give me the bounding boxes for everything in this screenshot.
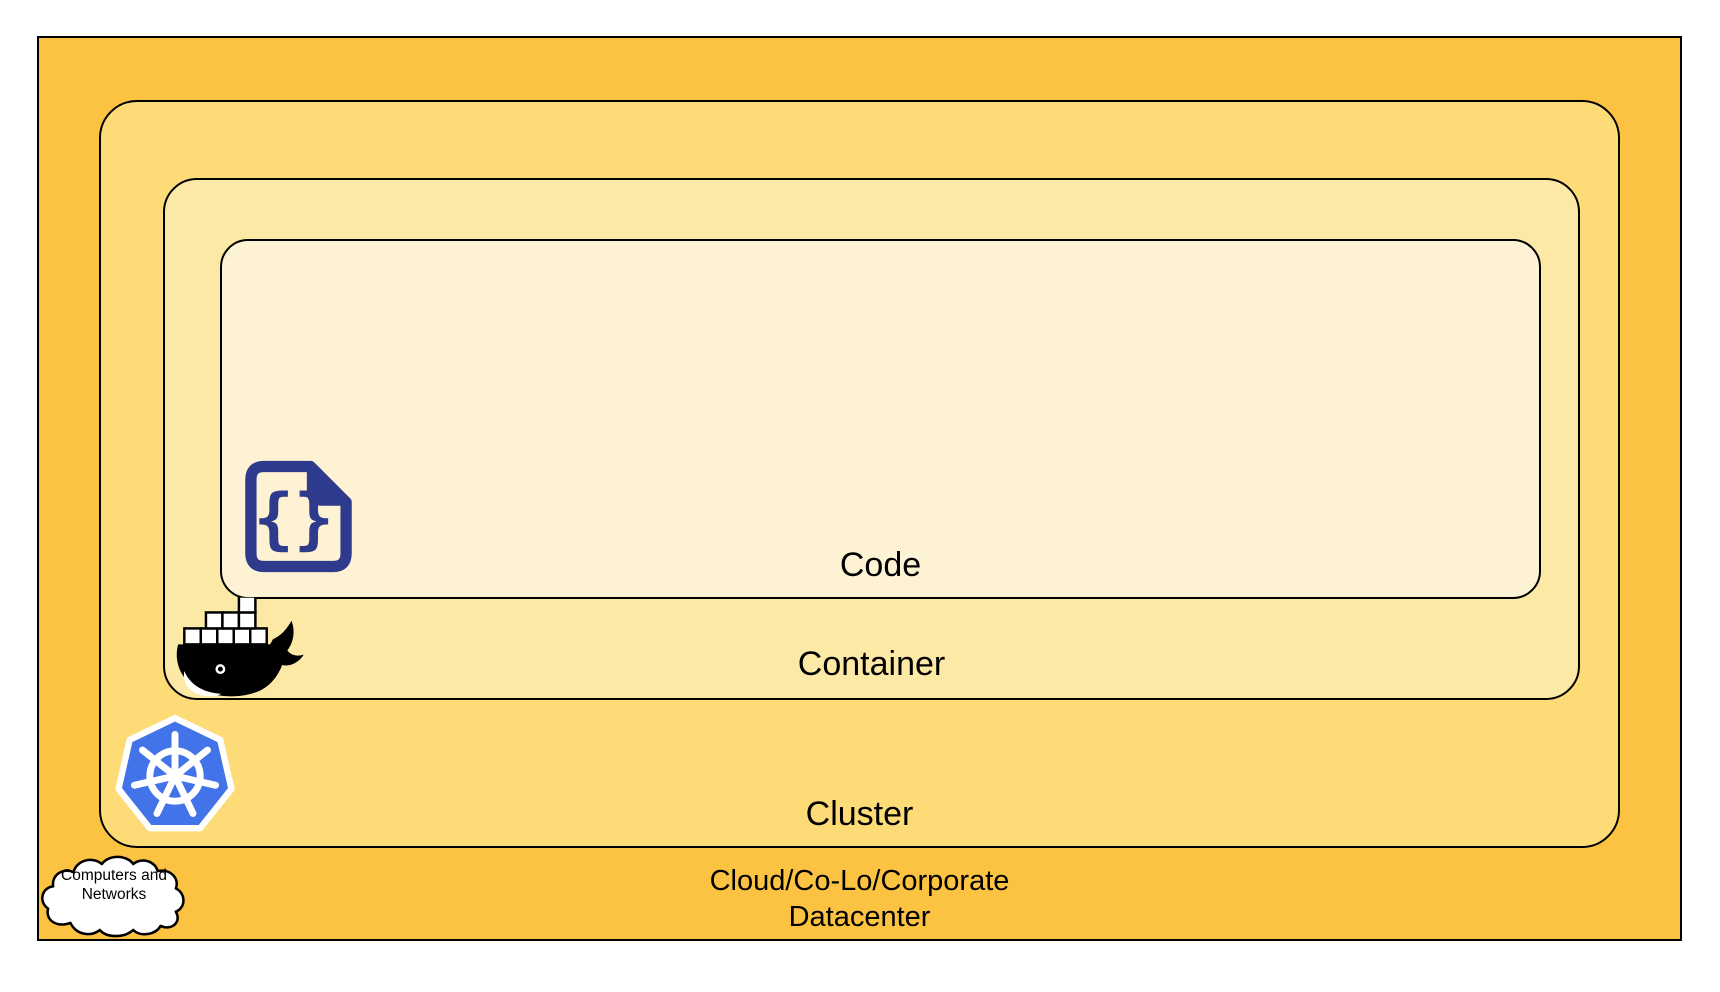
layer-box-cluster: Code Container Cluster <box>99 100 1620 848</box>
kubernetes-icon <box>115 714 235 832</box>
whale-eye <box>215 664 226 675</box>
svg-text:{}: {} <box>254 479 334 557</box>
cloud-callout: Computers and Networks <box>40 850 188 939</box>
datacenter-label: Cloud/Co-Lo/Corporate Datacenter <box>39 863 1680 935</box>
cloud-icon <box>41 855 185 938</box>
layer-box-container: Code Container <box>163 178 1580 700</box>
datacenter-label-line1: Cloud/Co-Lo/Corporate <box>709 865 1010 897</box>
cloud-callout-line1: Computers and <box>61 867 167 884</box>
layer-box-code: Code <box>220 239 1541 599</box>
layer-box-datacenter: Code Container Cluster Cloud/Co-Lo/Corpo… <box>37 36 1682 941</box>
cloud-callout-line2: Networks <box>81 886 147 903</box>
cloud-callout-text: Computers and Networks <box>40 866 188 904</box>
code-file-icon: {} <box>245 460 352 573</box>
code-label: Code <box>839 546 922 584</box>
cluster-label: Cluster <box>805 795 914 833</box>
container-label: Container <box>797 645 946 683</box>
datacenter-label-line2: Datacenter <box>788 901 931 933</box>
docker-whale-icon <box>176 597 304 697</box>
